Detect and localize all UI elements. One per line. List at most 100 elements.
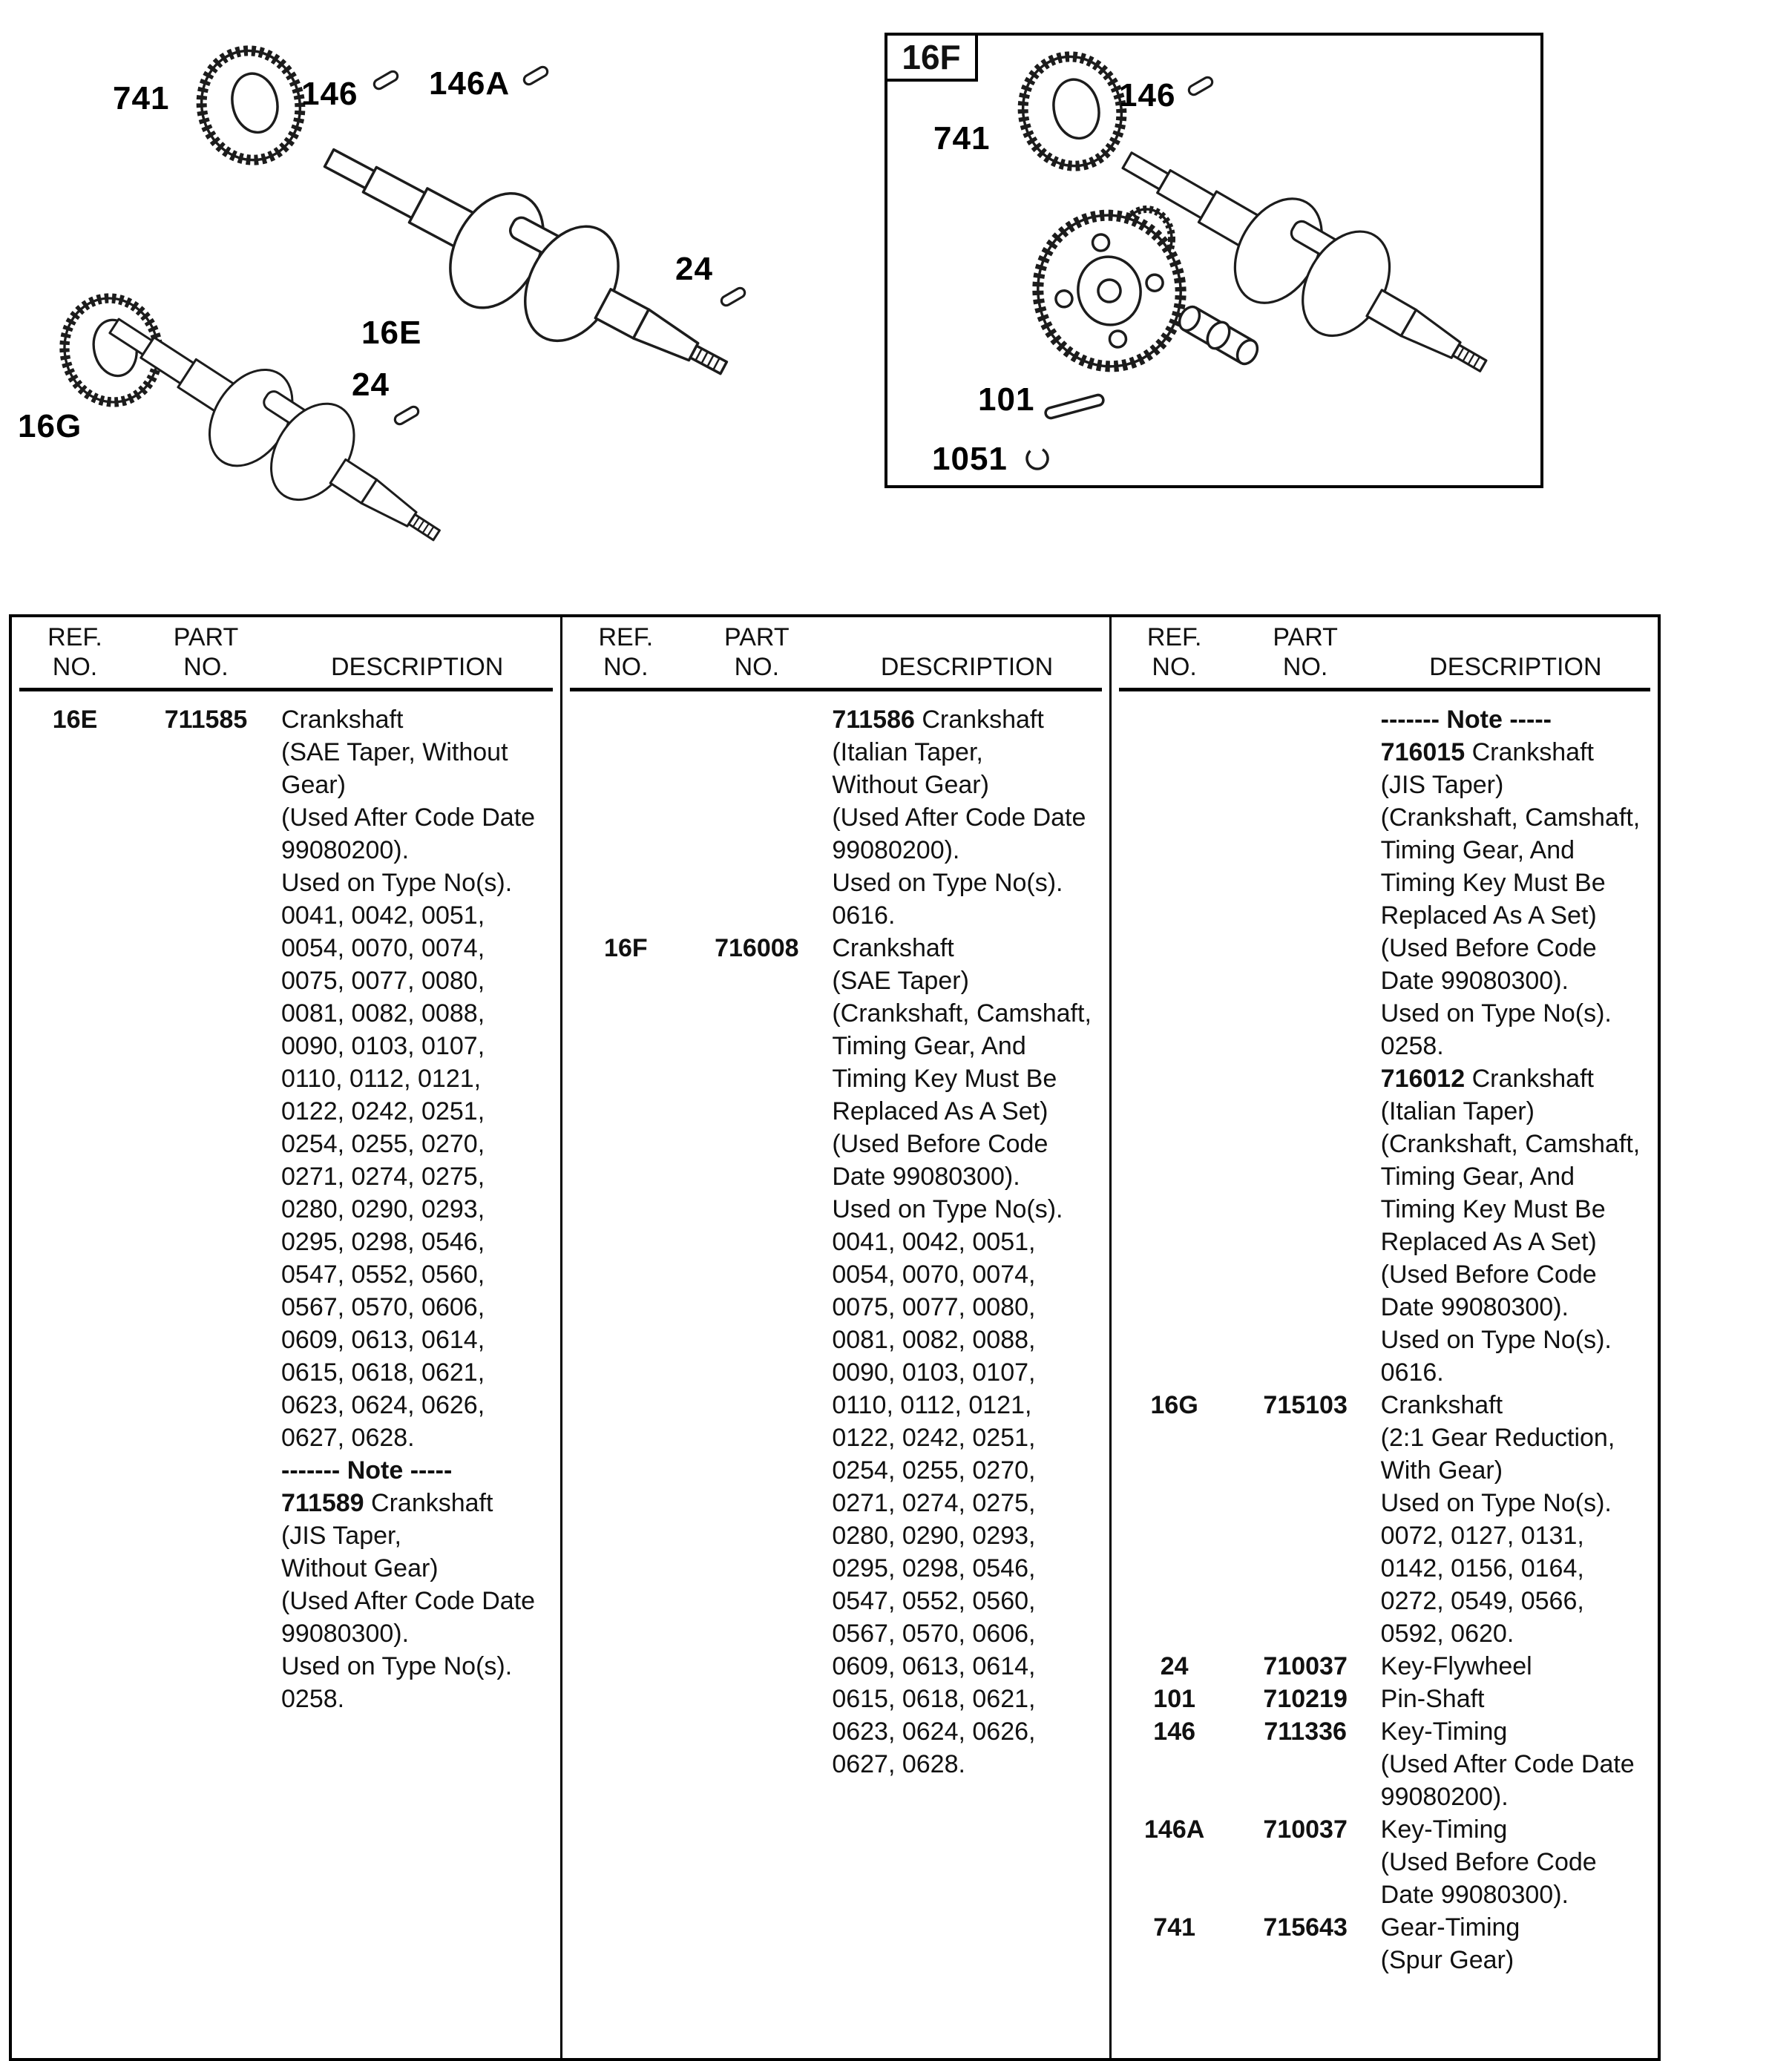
description-line: 99080200). bbox=[1380, 1783, 1509, 1811]
description-line: (Spur Gear) bbox=[1380, 1946, 1514, 1974]
desc-cell: Crankshaft(2:1 Gear Reduction,With Gear)… bbox=[1381, 1389, 1650, 1650]
description-line: 0271, 0274, 0275, bbox=[281, 1163, 485, 1191]
description-line: (JIS Taper) bbox=[1380, 771, 1504, 799]
description-line: 0272, 0549, 0566, bbox=[1380, 1587, 1584, 1615]
camshaft-spool-illustration bbox=[1178, 305, 1259, 366]
description-line: 0075, 0077, 0080, bbox=[281, 967, 485, 995]
ref-cell: 24 bbox=[1160, 1652, 1189, 1680]
description-line: (Crankshaft, Camshaft, bbox=[1380, 803, 1641, 832]
parts-entry-row: ------- Note -----716015 Crankshaft(JIS … bbox=[1119, 703, 1650, 1389]
description-line: 0627, 0628. bbox=[832, 1750, 965, 1778]
description-line: Used on Type No(s). bbox=[281, 869, 513, 897]
description-line: (Used Before Code bbox=[1380, 1260, 1597, 1289]
description-line: 0110, 0112, 0121, bbox=[281, 1065, 482, 1093]
part-cell: 711585 bbox=[164, 706, 248, 734]
label-gear-741-left: 741 bbox=[113, 80, 170, 116]
description-line: Replaced As A Set) bbox=[1380, 1228, 1597, 1256]
label-key-146a: 146A bbox=[429, 65, 511, 102]
description-line: 0616. bbox=[832, 901, 896, 930]
description-line: 716012 Crankshaft bbox=[1380, 1065, 1594, 1093]
description-line: Crankshaft bbox=[832, 934, 954, 962]
key-146-left-icon bbox=[371, 68, 401, 92]
description-line: 0054, 0070, 0074, bbox=[281, 934, 485, 962]
description-line: (Italian Taper) bbox=[1380, 1097, 1535, 1125]
description-line: 0122, 0242, 0251, bbox=[281, 1097, 485, 1125]
inset-box-16f: 16F bbox=[884, 33, 1543, 488]
description-line: 99080300). bbox=[281, 1620, 410, 1648]
description-line: Gear-Timing bbox=[1380, 1913, 1520, 1942]
description-line: 0616. bbox=[1380, 1358, 1444, 1387]
description-line: Key-Flywheel bbox=[1380, 1652, 1532, 1680]
description-line: (SAE Taper) bbox=[832, 967, 969, 995]
label-key-24-right: 24 bbox=[675, 251, 713, 287]
description-line: 0280, 0290, 0293, bbox=[281, 1195, 485, 1223]
description-line: Used on Type No(s). bbox=[281, 1652, 513, 1680]
description-line: (Used Before Code bbox=[832, 1130, 1048, 1158]
description-line: Crankshaft bbox=[281, 706, 404, 734]
parts-diagram-illustration bbox=[0, 0, 1514, 582]
description-line: 0258. bbox=[281, 1685, 345, 1713]
description-line: (Used After Code Date bbox=[281, 803, 536, 832]
description-line: (2:1 Gear Reduction, bbox=[1380, 1424, 1615, 1452]
retaining-ring-1051-icon bbox=[1025, 447, 1049, 470]
description-line: Without Gear) bbox=[281, 1554, 439, 1582]
desc-cell: Pin-Shaft bbox=[1381, 1683, 1650, 1715]
description-line: Used on Type No(s). bbox=[832, 1195, 1063, 1223]
label-key-146-right: 146 bbox=[1119, 77, 1176, 114]
description-line: 0615, 0618, 0621, bbox=[832, 1685, 1036, 1713]
part-cell: 710037 bbox=[1263, 1652, 1348, 1680]
description-line: 0547, 0552, 0560, bbox=[832, 1587, 1036, 1615]
description-line: (Used Before Code bbox=[1380, 934, 1597, 962]
description-line: With Gear) bbox=[1380, 1456, 1503, 1485]
ref-cell: 741 bbox=[1153, 1913, 1196, 1942]
key-24-left-icon bbox=[392, 404, 421, 427]
description-line: Date 99080300). bbox=[1380, 967, 1569, 995]
description-line: 0295, 0298, 0546, bbox=[832, 1554, 1036, 1582]
description-header: DESCRIPTION bbox=[330, 653, 504, 681]
description-line: 711586 Crankshaft bbox=[832, 706, 1044, 734]
description-line: 711589 Crankshaft bbox=[281, 1489, 493, 1517]
label-crank-16g: 16G bbox=[18, 408, 82, 444]
description-line: 99080200). bbox=[832, 836, 960, 864]
description-line: Key-Timing bbox=[1380, 1815, 1508, 1844]
description-line: 0081, 0082, 0088, bbox=[832, 1326, 1036, 1354]
ref-cell: 146A bbox=[1144, 1815, 1205, 1844]
description-line: Timing Key Must Be bbox=[832, 1065, 1057, 1093]
label-key-146-left: 146 bbox=[301, 76, 358, 112]
part-cell: 710219 bbox=[1263, 1685, 1348, 1713]
parts-entry-row: 101 710219 Pin-Shaft bbox=[1119, 1683, 1650, 1715]
description-line: 0110, 0112, 0121, bbox=[832, 1391, 1032, 1419]
desc-cell: Key-Flywheel bbox=[1381, 1650, 1650, 1683]
description-header: DESCRIPTION bbox=[1429, 653, 1602, 681]
ref-cell: 101 bbox=[1153, 1685, 1196, 1713]
ref-cell: 16E bbox=[52, 706, 98, 734]
ref-cell: 16F bbox=[604, 934, 648, 962]
description-line: Date 99080300). bbox=[1380, 1881, 1569, 1909]
description-line: 0623, 0624, 0626, bbox=[832, 1718, 1036, 1746]
description-line: Timing Gear, And bbox=[1380, 836, 1575, 864]
description-line: 0142, 0156, 0164, bbox=[1380, 1554, 1584, 1582]
description-line: Used on Type No(s). bbox=[1380, 999, 1612, 1028]
label-gear-741-right: 741 bbox=[933, 120, 991, 157]
column-body-2: 711586 Crankshaft(Italian Taper,Without … bbox=[570, 691, 1101, 1781]
desc-cell: 711586 Crankshaft(Italian Taper,Without … bbox=[832, 703, 1101, 932]
description-line: 0547, 0552, 0560, bbox=[281, 1260, 485, 1289]
description-line: Timing Key Must Be bbox=[1380, 1195, 1606, 1223]
part-cell bbox=[1241, 703, 1371, 1389]
description-line: Used on Type No(s). bbox=[1380, 1489, 1612, 1517]
description-line: 0280, 0290, 0293, bbox=[832, 1522, 1036, 1550]
